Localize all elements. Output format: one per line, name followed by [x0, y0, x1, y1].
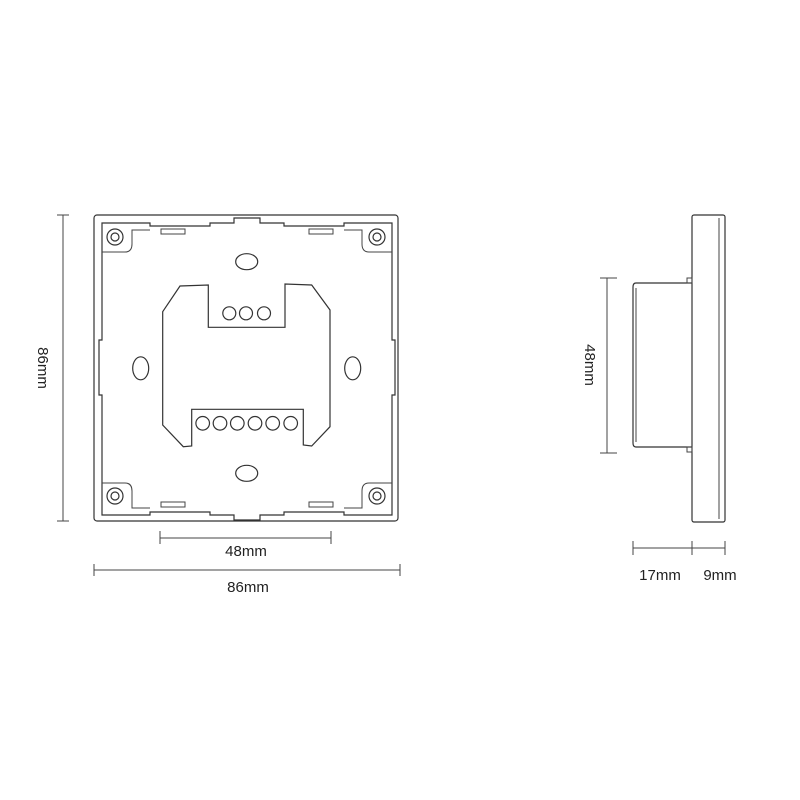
- height-label: 86mm: [34, 347, 51, 389]
- terminal-holes-top: [222, 306, 272, 321]
- dimension-box-height-48: [600, 277, 617, 454]
- clip-tabs: [160, 228, 334, 508]
- side-tab-top: [686, 277, 693, 284]
- plate-depth-label: 9mm: [703, 567, 736, 584]
- box-height-label: 48mm: [581, 344, 598, 386]
- mounting-slots: [132, 253, 362, 482]
- inner-frame: [98, 217, 396, 521]
- front-view-back-plate: [93, 214, 399, 522]
- corner-screw-holes: [106, 228, 386, 505]
- dimension-depths: [632, 541, 726, 555]
- dimension-inner-width-48: [159, 531, 332, 544]
- side-plate: [691, 214, 726, 523]
- bottom-left-corner-boss: [102, 482, 150, 509]
- side-tab-bottom: [686, 446, 693, 453]
- dimension-height-86: [57, 214, 69, 522]
- inner-width-label: 48mm: [225, 543, 267, 560]
- center-module-outline: [162, 283, 331, 448]
- terminal-holes-bottom: [195, 415, 299, 431]
- top-left-corner-boss: [102, 229, 150, 253]
- bottom-right-corner-boss: [344, 482, 392, 509]
- side-box: [632, 282, 692, 448]
- width-label: 86mm: [227, 579, 269, 596]
- outer-plate: [93, 214, 399, 522]
- box-depth-label: 17mm: [639, 567, 681, 584]
- side-view: [632, 214, 726, 523]
- dimension-width-86: [93, 564, 401, 576]
- top-right-corner-boss: [344, 229, 392, 253]
